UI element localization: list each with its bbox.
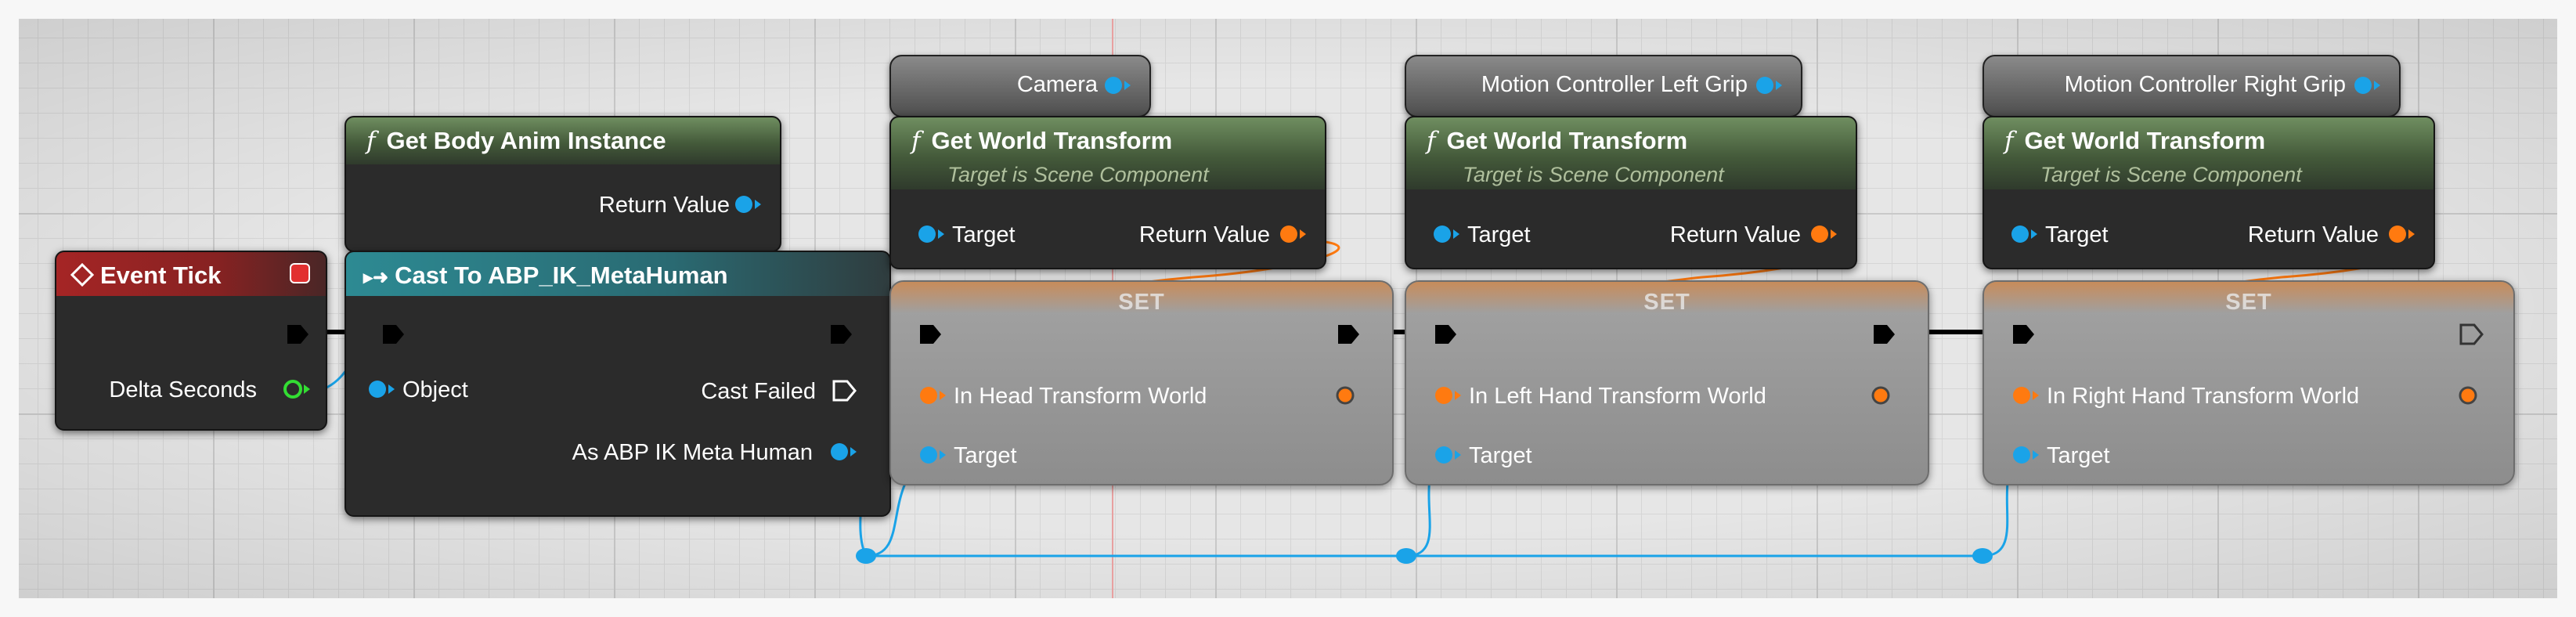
object-pin-icon[interactable] <box>1102 74 1134 97</box>
set-input-label: In Right Hand Transform World <box>2047 384 2360 409</box>
object-pin-icon[interactable] <box>1431 222 1463 246</box>
object-pin-icon[interactable] <box>2352 74 2383 97</box>
struct-pin-icon[interactable] <box>2455 384 2482 407</box>
struct-pin-icon[interactable] <box>2387 222 2418 246</box>
object-pin-icon[interactable] <box>1433 443 1464 467</box>
object-pin-icon[interactable] <box>2009 222 2040 246</box>
gwt-return-label: Return Value <box>1138 222 1270 247</box>
set-left-hand-node[interactable]: SET In Left Hand Transform World Target <box>1405 280 1929 485</box>
gwt-return-label: Return Value <box>1669 222 1801 247</box>
exec-pin-icon[interactable] <box>832 379 858 402</box>
gwt-return-label: Return Value <box>2247 222 2379 247</box>
exec-pin-icon[interactable] <box>285 323 312 346</box>
set-glow <box>891 282 1392 313</box>
object-label: Object <box>402 377 468 402</box>
cast-arrows-icon: ▸➜ <box>363 267 389 288</box>
struct-pin-icon[interactable] <box>1868 384 1895 407</box>
node-header <box>1406 117 1856 189</box>
gwt-subtitle: Target is Scene Component <box>1463 163 1724 186</box>
set-title: SET <box>2225 290 2272 315</box>
set-title: SET <box>1118 290 1165 315</box>
object-pin-icon[interactable] <box>916 222 947 246</box>
object-pin-icon[interactable] <box>366 377 398 401</box>
function-icon: f <box>2004 127 2014 155</box>
right-grip-var-node[interactable]: Motion Controller Right Grip <box>1983 55 2401 117</box>
object-pin-icon[interactable] <box>1754 74 1785 97</box>
node-header <box>56 252 326 296</box>
as-abp-label: As ABP IK Meta Human <box>572 440 813 465</box>
struct-pin-icon[interactable] <box>2011 384 2042 407</box>
object-pin-icon[interactable] <box>2011 443 2042 467</box>
struct-pin-icon[interactable] <box>1333 384 1359 407</box>
gwt-target-label: Target <box>952 222 1016 247</box>
exec-pin-icon[interactable] <box>381 323 407 346</box>
set-input-label: In Left Hand Transform World <box>1469 384 1766 409</box>
struct-pin-icon[interactable] <box>1278 222 1309 246</box>
reroute-knot <box>1396 548 1416 564</box>
event-tick-title: Event Tick <box>100 262 222 289</box>
event-tick-node[interactable]: Event Tick Delta Seconds <box>55 251 327 431</box>
set-input-label: In Head Transform World <box>954 384 1207 409</box>
function-icon: f <box>366 127 376 155</box>
set-target-label: Target <box>1469 443 1532 468</box>
cast-title: ▸➜Cast To ABP_IK_MetaHuman <box>363 262 728 289</box>
node-header <box>346 252 889 296</box>
struct-pin-icon[interactable] <box>1809 222 1840 246</box>
exec-pin-icon[interactable] <box>918 323 944 346</box>
delta-seconds-label: Delta Seconds <box>109 377 257 402</box>
right-grip-label: Motion Controller Right Grip <box>2064 72 2346 97</box>
exec-pin-icon[interactable] <box>828 323 855 346</box>
node-header <box>1984 117 2433 189</box>
reroute-knot <box>856 548 876 564</box>
set-glow <box>1984 282 2513 313</box>
exec-pin-icon[interactable] <box>1871 323 1898 346</box>
function-icon: f <box>1427 127 1436 155</box>
set-target-label: Target <box>954 443 1017 468</box>
cast-node[interactable]: ▸➜Cast To ABP_IK_MetaHuman Object Cast F… <box>345 251 891 517</box>
gwt-target-label: Target <box>2045 222 2109 247</box>
set-glow <box>1406 282 1928 313</box>
return-value-label: Return Value <box>598 193 730 218</box>
camera-label: Camera <box>1016 72 1098 97</box>
object-pin-icon[interactable] <box>918 443 949 467</box>
event-diamond-icon <box>70 263 94 287</box>
gwt-subtitle: Target is Scene Component <box>947 163 1209 186</box>
set-right-hand-node[interactable]: SET In Right Hand Transform World Target <box>1983 280 2515 485</box>
object-pin-icon[interactable] <box>828 440 860 464</box>
reroute-knot <box>1972 548 1993 564</box>
gwt-target-label: Target <box>1467 222 1531 247</box>
node-header <box>346 117 780 164</box>
set-title: SET <box>1643 290 1690 315</box>
struct-pin-icon[interactable] <box>918 384 949 407</box>
node-header <box>891 117 1325 189</box>
set-target-label: Target <box>2047 443 2110 468</box>
left-grip-var-node[interactable]: Motion Controller Left Grip <box>1405 55 1802 117</box>
left-grip-label: Motion Controller Left Grip <box>1481 72 1748 97</box>
set-head-node[interactable]: SET In Head Transform World Target <box>889 280 1394 485</box>
function-icon: f <box>911 127 921 155</box>
float-pin-icon[interactable] <box>282 377 313 401</box>
exec-pin-icon[interactable] <box>2459 323 2485 346</box>
gwt-subtitle: Target is Scene Component <box>2040 163 2302 186</box>
exec-pin-icon[interactable] <box>1336 323 1362 346</box>
exec-pin-icon[interactable] <box>2011 323 2037 346</box>
exec-pin-icon[interactable] <box>1433 323 1459 346</box>
cast-failed-label: Cast Failed <box>701 379 816 404</box>
camera-var-node[interactable]: Camera <box>889 55 1151 117</box>
object-pin-icon[interactable] <box>733 193 764 216</box>
stop-icon <box>290 263 310 283</box>
struct-pin-icon[interactable] <box>1433 384 1464 407</box>
